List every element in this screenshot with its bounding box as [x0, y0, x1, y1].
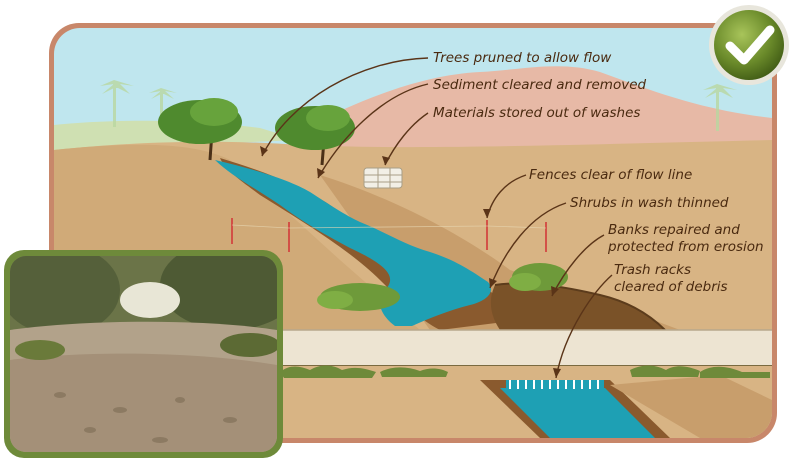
callout-leaders [260, 57, 613, 379]
trash-rack [506, 380, 604, 389]
distant-hills [300, 66, 772, 160]
leader-trash [555, 274, 613, 379]
leader-trees [261, 57, 429, 157]
palm-trees [100, 80, 737, 131]
callout-materials-stored: Materials stored out of washes [433, 105, 640, 121]
landscape-scene [54, 28, 772, 438]
callout-fences-clear: Fences clear of flow line [529, 167, 692, 183]
callout-trash-racks: Trash racks cleared of debris [614, 262, 728, 295]
checkmark-badge [709, 5, 789, 85]
lower-channel-water [500, 388, 655, 438]
callout-shrubs-thinned: Shrubs in wash thinned [570, 195, 729, 211]
repaired-bank [490, 283, 665, 330]
wash-shrubs [317, 263, 568, 311]
fence-posts [231, 218, 547, 252]
ground-shrubs [280, 365, 770, 378]
callout-banks-repaired: Banks repaired and protected from erosio… [607, 222, 764, 255]
stored-materials [363, 167, 403, 189]
leader-shrubs [489, 202, 567, 289]
callout-trees-pruned: Trees pruned to allow flow [433, 50, 612, 66]
pruned-trees [158, 98, 355, 166]
checkmark-icon [725, 25, 775, 65]
water-channel [215, 160, 491, 326]
callout-sediment-cleared: Sediment cleared and removed [433, 77, 647, 93]
photo-inset [4, 250, 283, 458]
leader-sediment [317, 83, 429, 179]
